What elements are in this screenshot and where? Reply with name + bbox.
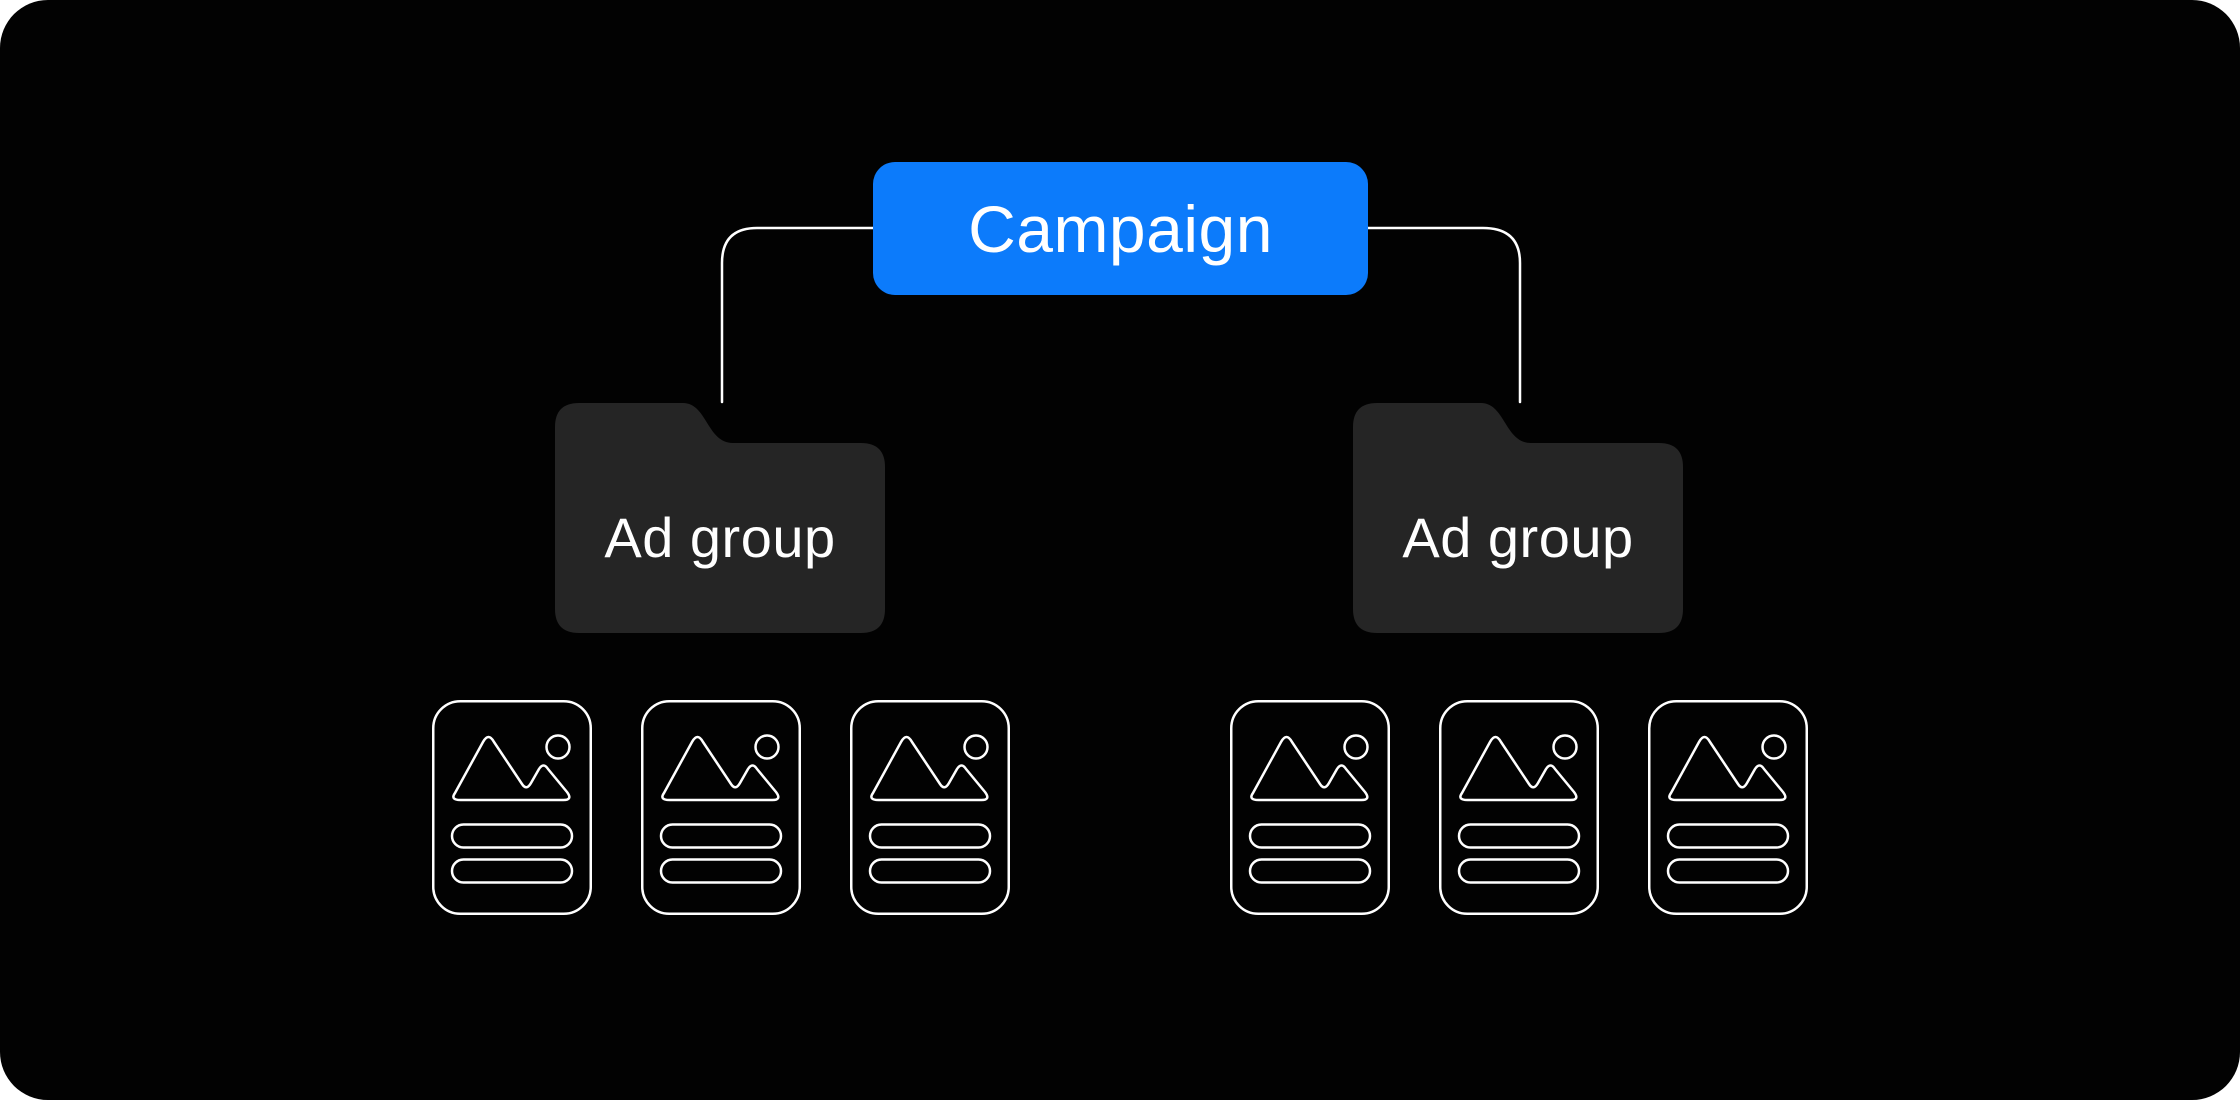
ad-group-node-left-label: Ad group xyxy=(604,506,836,569)
folder-icon xyxy=(1353,403,1683,633)
folder-icon xyxy=(555,403,885,633)
ad-card xyxy=(1648,700,1808,915)
ad-card xyxy=(1439,700,1599,915)
ad-card xyxy=(432,700,592,915)
ad-card xyxy=(641,700,801,915)
campaign-node: Campaign xyxy=(873,162,1368,295)
ad-group-node-right-label: Ad group xyxy=(1402,506,1634,569)
ad-card xyxy=(1230,700,1390,915)
ad-card xyxy=(850,700,1010,915)
connector-left xyxy=(720,226,875,404)
connector-right xyxy=(1366,226,1522,404)
